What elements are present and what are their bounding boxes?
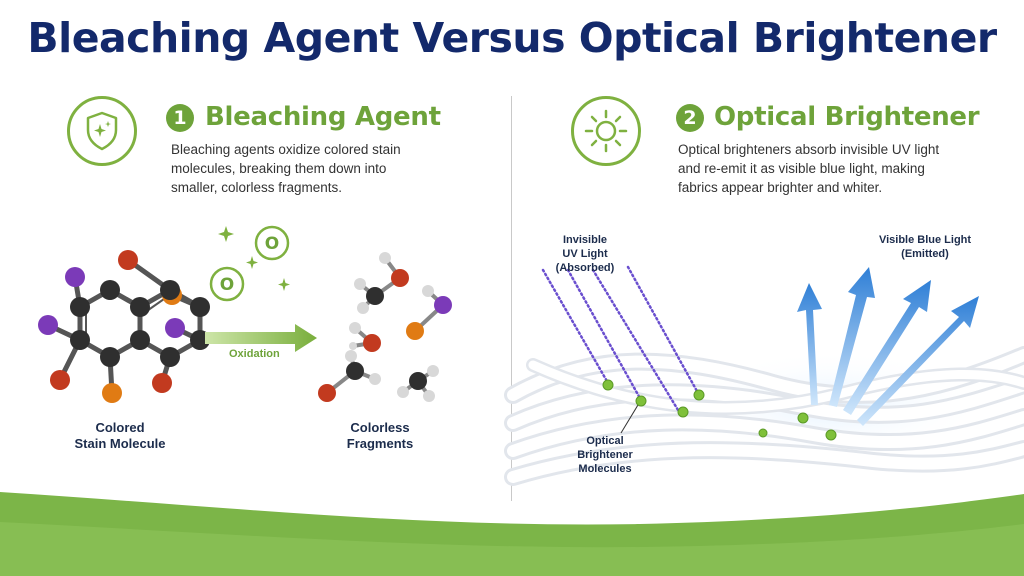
shield-sparkle-icon — [86, 111, 118, 151]
uv-light-label: Invisible UV Light (Absorbed) — [555, 234, 615, 274]
sparkle-icon — [278, 278, 290, 291]
section-divider — [511, 96, 512, 501]
colored-stain-molecule — [38, 250, 210, 403]
oxygen-bubbles: O O — [209, 225, 290, 302]
oxidation-label: Oxidation — [229, 348, 280, 360]
sparkle-icon — [246, 256, 258, 269]
sparkle-icon — [218, 226, 234, 242]
bleaching-agent-heading: Bleaching Agent — [205, 102, 441, 132]
brightener-molecules-label: Optical Brightener Molecules — [577, 435, 633, 475]
section-number-badge: 1 — [166, 104, 194, 132]
fragments-label: Colorless Fragments — [346, 420, 414, 451]
optical-brightener-heading: Optical Brightener — [714, 102, 980, 132]
brightener-icon-circle — [571, 96, 641, 166]
sun-icon — [584, 109, 628, 153]
section-number-badge: 2 — [676, 104, 704, 132]
oxygen-symbol-1: O — [265, 234, 279, 254]
bleaching-description: Bleaching agents oxidize colored stain m… — [171, 142, 401, 195]
brightener-description: Optical brighteners absorb invisible UV … — [678, 142, 940, 195]
colorless-fragments — [318, 252, 452, 402]
bleaching-icon-circle — [67, 96, 137, 166]
oxidation-arrow — [205, 324, 317, 352]
fabric-illustration — [504, 265, 1024, 486]
blue-light-label: Visible Blue Light (Emitted) — [878, 234, 972, 260]
page-title: Bleaching Agent Versus Optical Brightene… — [27, 14, 997, 62]
bottom-green-wave — [0, 492, 1024, 576]
oxygen-symbol-2: O — [220, 275, 234, 295]
stain-molecule-label: Colored Stain Molecule — [74, 420, 166, 451]
